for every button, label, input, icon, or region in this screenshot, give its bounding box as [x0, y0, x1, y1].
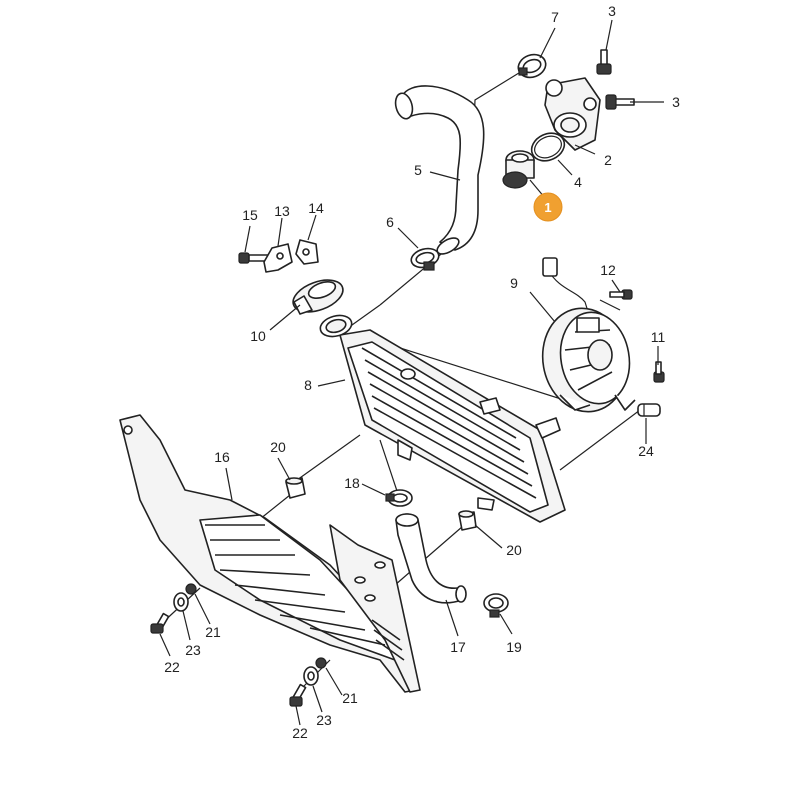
callout-16: 16	[214, 449, 230, 465]
callout-1-highlight[interactable]: 1	[529, 179, 563, 222]
callout-24: 24	[638, 443, 654, 459]
callout-23-upper: 23	[185, 642, 201, 658]
part-3-bolt-a	[596, 49, 612, 75]
part-10-radiator-cap	[292, 279, 344, 315]
callout-18: 18	[344, 475, 360, 491]
callout-22-lower: 22	[292, 725, 308, 741]
part-14-bracket	[295, 239, 319, 265]
part-19-clamp	[483, 593, 509, 618]
callout-3-right: 3	[672, 94, 680, 110]
callout-22-upper: 22	[164, 659, 180, 675]
part-12-bolt	[609, 289, 633, 300]
part-11-bolt	[653, 361, 665, 383]
part-20-mount-a	[285, 477, 306, 499]
part-24-grommet	[637, 403, 661, 417]
highlight-badge	[533, 192, 563, 222]
callout-7: 7	[551, 9, 559, 25]
callout-leaders	[159, 19, 664, 726]
part-21-nut-a	[185, 583, 197, 595]
part-22-bolt-a	[150, 612, 170, 634]
callout-10: 10	[250, 328, 266, 344]
part-8-radiator	[319, 314, 566, 523]
callout-9: 9	[510, 275, 518, 291]
part-17-lower-hose	[395, 513, 467, 604]
part-15-bolt	[238, 252, 270, 264]
part-7-clamp	[517, 53, 547, 79]
part-20-mount-b	[458, 510, 477, 531]
callout-2: 2	[604, 152, 612, 168]
callout-labels: 7 3 3 2 4 5 6 9 12 11 24 10 8 15 13 14 1…	[164, 3, 680, 741]
callout-13: 13	[274, 203, 290, 219]
callout-14: 14	[308, 200, 324, 216]
callout-5: 5	[414, 162, 422, 178]
part-22-bolt-b	[289, 683, 307, 707]
callout-19: 19	[506, 639, 522, 655]
part-23-washer-b	[303, 666, 319, 686]
part-3-bolt-b	[605, 94, 635, 110]
part-4-o-ring	[530, 132, 566, 162]
callout-20-right: 20	[506, 542, 522, 558]
part-9-fan-assembly	[541, 257, 636, 413]
callout-8: 8	[304, 377, 312, 393]
part-23-washer-a	[173, 592, 189, 612]
callout-12: 12	[600, 262, 616, 278]
callout-21-upper: 21	[205, 624, 221, 640]
part-1-thermostat	[502, 150, 535, 189]
callout-11: 11	[651, 329, 666, 345]
part-5-upper-hose	[394, 85, 485, 255]
callout-6: 6	[386, 214, 394, 230]
callout-23-lower: 23	[316, 712, 332, 728]
callout-17: 17	[450, 639, 466, 655]
part-13-bracket	[263, 243, 293, 273]
callout-20-left: 20	[270, 439, 286, 455]
callout-3-top: 3	[608, 3, 616, 19]
part-6-clamp	[410, 247, 440, 271]
part-2-thermostat-cover	[544, 77, 601, 151]
part-21-nut-b	[315, 657, 327, 669]
callout-21-lower: 21	[342, 690, 358, 706]
callout-4: 4	[574, 174, 582, 190]
part-18-clamp	[385, 489, 413, 507]
callout-15: 15	[242, 207, 258, 223]
callout-1: 1	[544, 200, 551, 215]
part-16-shroud	[119, 414, 421, 693]
